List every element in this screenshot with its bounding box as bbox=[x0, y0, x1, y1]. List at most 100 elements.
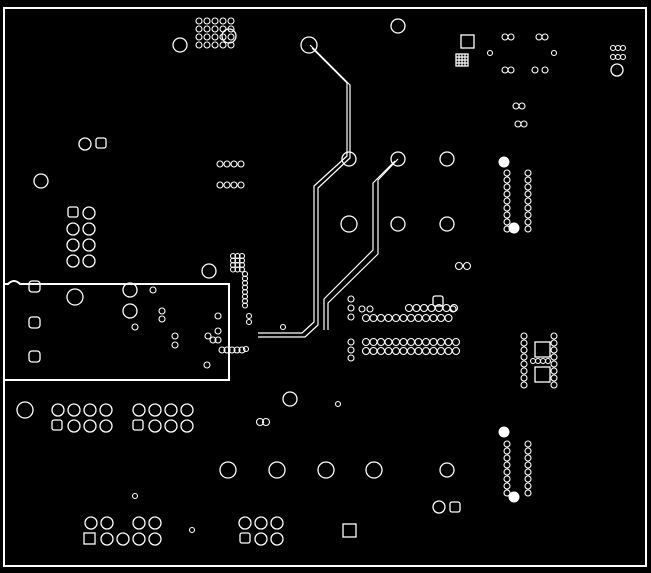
via bbox=[237, 181, 245, 189]
via bbox=[520, 360, 528, 368]
via bbox=[399, 313, 408, 323]
via bbox=[255, 417, 265, 427]
pad bbox=[33, 173, 49, 189]
via bbox=[391, 337, 401, 347]
pad bbox=[83, 419, 97, 433]
via bbox=[214, 327, 222, 335]
via bbox=[203, 361, 211, 369]
via bbox=[223, 160, 231, 168]
via bbox=[216, 160, 224, 168]
via bbox=[503, 489, 511, 497]
via bbox=[520, 339, 528, 347]
via bbox=[230, 181, 238, 189]
pad bbox=[164, 419, 178, 433]
pad bbox=[82, 222, 96, 236]
pad bbox=[238, 516, 252, 530]
via bbox=[524, 176, 532, 184]
via bbox=[412, 303, 421, 313]
pad bbox=[99, 419, 113, 433]
pad bbox=[132, 516, 146, 530]
via bbox=[524, 197, 532, 205]
pad bbox=[99, 403, 113, 417]
via bbox=[223, 346, 231, 354]
pad bbox=[439, 151, 455, 167]
via bbox=[421, 337, 431, 347]
via bbox=[421, 313, 431, 323]
pad bbox=[67, 403, 81, 417]
pad-square bbox=[534, 341, 551, 358]
via bbox=[171, 332, 179, 340]
pad bbox=[116, 532, 130, 546]
via bbox=[444, 337, 453, 347]
via bbox=[503, 440, 511, 448]
via bbox=[520, 353, 528, 361]
via bbox=[376, 337, 386, 347]
via bbox=[227, 33, 235, 41]
via bbox=[399, 346, 408, 356]
via bbox=[524, 482, 532, 490]
via bbox=[195, 25, 203, 33]
pad bbox=[300, 36, 318, 54]
via bbox=[614, 53, 622, 61]
via bbox=[211, 17, 219, 25]
via bbox=[369, 313, 378, 323]
via bbox=[524, 218, 532, 226]
via bbox=[238, 266, 246, 273]
via bbox=[347, 338, 355, 346]
via bbox=[233, 346, 241, 354]
via bbox=[230, 160, 238, 168]
pad bbox=[51, 403, 65, 417]
via bbox=[376, 313, 386, 323]
via bbox=[503, 183, 511, 191]
via bbox=[384, 337, 393, 347]
via bbox=[503, 218, 511, 226]
via bbox=[614, 44, 622, 52]
via bbox=[414, 346, 423, 356]
via bbox=[158, 307, 166, 315]
via bbox=[361, 313, 371, 323]
pad bbox=[282, 391, 298, 407]
via bbox=[347, 295, 355, 303]
pad-square bbox=[342, 523, 357, 538]
via bbox=[524, 468, 532, 476]
via bbox=[520, 374, 528, 382]
via bbox=[454, 261, 464, 271]
pad-square bbox=[239, 532, 251, 544]
via bbox=[451, 346, 461, 356]
via bbox=[501, 33, 509, 41]
via bbox=[419, 303, 429, 313]
via bbox=[503, 454, 511, 462]
keepout-region bbox=[4, 280, 230, 381]
pad-square bbox=[534, 366, 551, 383]
pad-square bbox=[132, 419, 144, 431]
via bbox=[227, 25, 235, 33]
pad bbox=[66, 238, 80, 252]
via bbox=[195, 41, 203, 49]
via bbox=[406, 337, 416, 347]
via bbox=[209, 336, 217, 344]
via bbox=[421, 346, 431, 356]
pad bbox=[148, 532, 162, 546]
via bbox=[524, 440, 532, 448]
via bbox=[261, 417, 271, 427]
trace-1 bbox=[258, 44, 351, 338]
pad-square bbox=[67, 206, 79, 218]
pad bbox=[317, 461, 335, 479]
via bbox=[203, 17, 211, 25]
via bbox=[384, 313, 393, 323]
pad bbox=[390, 18, 406, 34]
large-pads bbox=[16, 18, 624, 479]
via bbox=[384, 346, 393, 356]
via bbox=[361, 337, 371, 347]
via bbox=[550, 346, 558, 354]
via bbox=[503, 190, 511, 198]
via bbox=[486, 49, 494, 57]
via bbox=[158, 315, 166, 323]
via bbox=[520, 346, 528, 354]
via bbox=[227, 17, 235, 25]
via bbox=[529, 357, 537, 365]
via bbox=[369, 337, 378, 347]
via bbox=[550, 374, 558, 382]
via bbox=[503, 169, 511, 177]
